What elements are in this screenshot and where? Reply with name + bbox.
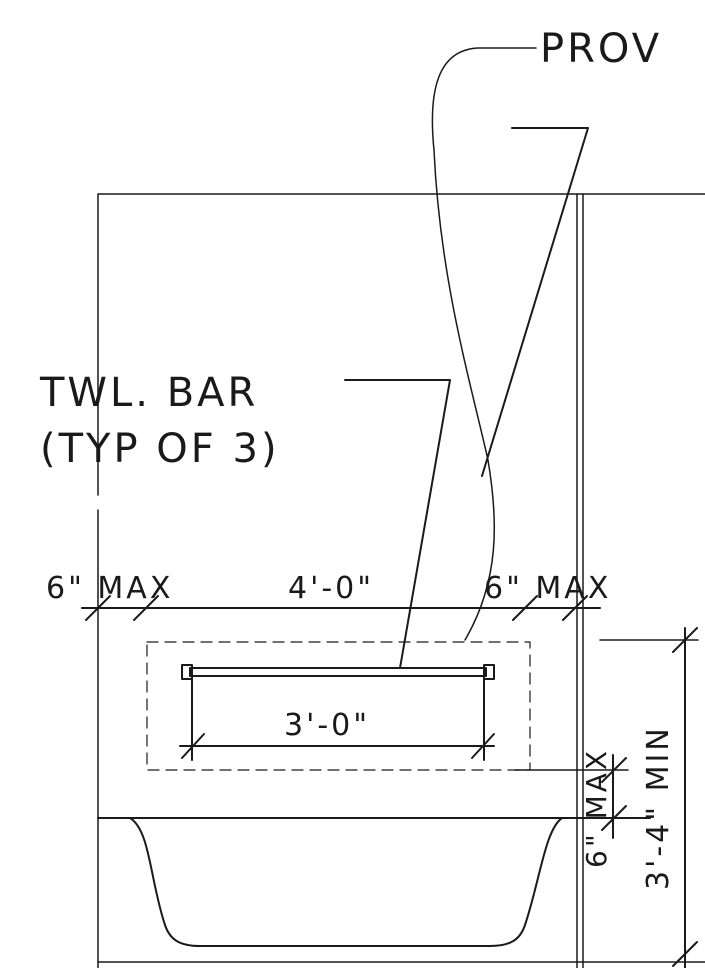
mounting-height-dimension: 3'-4" MIN	[599, 627, 699, 968]
towel-bar-mounting-zone	[146, 641, 531, 771]
mounting-height-label: 3'-4" MIN	[641, 725, 676, 890]
wall-outline	[97, 193, 705, 968]
towel-bar-label-line2: (TYP OF 3)	[40, 426, 280, 472]
section-break-mark	[481, 127, 589, 477]
prov-callout-label: PROV	[540, 26, 662, 72]
left-clearance-label: 6" MAX	[46, 571, 173, 606]
bar-length-label: 3'-0"	[284, 708, 370, 743]
bathtub	[97, 817, 651, 947]
tub-rim-gap-label: 6" MAX	[580, 748, 613, 868]
towel-bar-leader-line	[344, 379, 451, 669]
bar-length-dimension: 3'-0"	[179, 679, 495, 761]
prov-callout: PROV	[431, 26, 662, 641]
right-clearance-label: 6" MAX	[484, 571, 611, 606]
zone-width-label: 4'-0"	[288, 571, 374, 606]
towel-bar-callout: TWL. BAR (TYP OF 3)	[39, 370, 451, 669]
prov-leader-line	[431, 47, 537, 641]
top-dimension-string: 6" MAX 4'-0" 6" MAX	[46, 571, 611, 621]
towel-bar	[181, 664, 495, 680]
towel-bar-label-line1: TWL. BAR	[39, 370, 258, 416]
tub-rim-gap-dimension: 6" MAX	[580, 748, 627, 868]
